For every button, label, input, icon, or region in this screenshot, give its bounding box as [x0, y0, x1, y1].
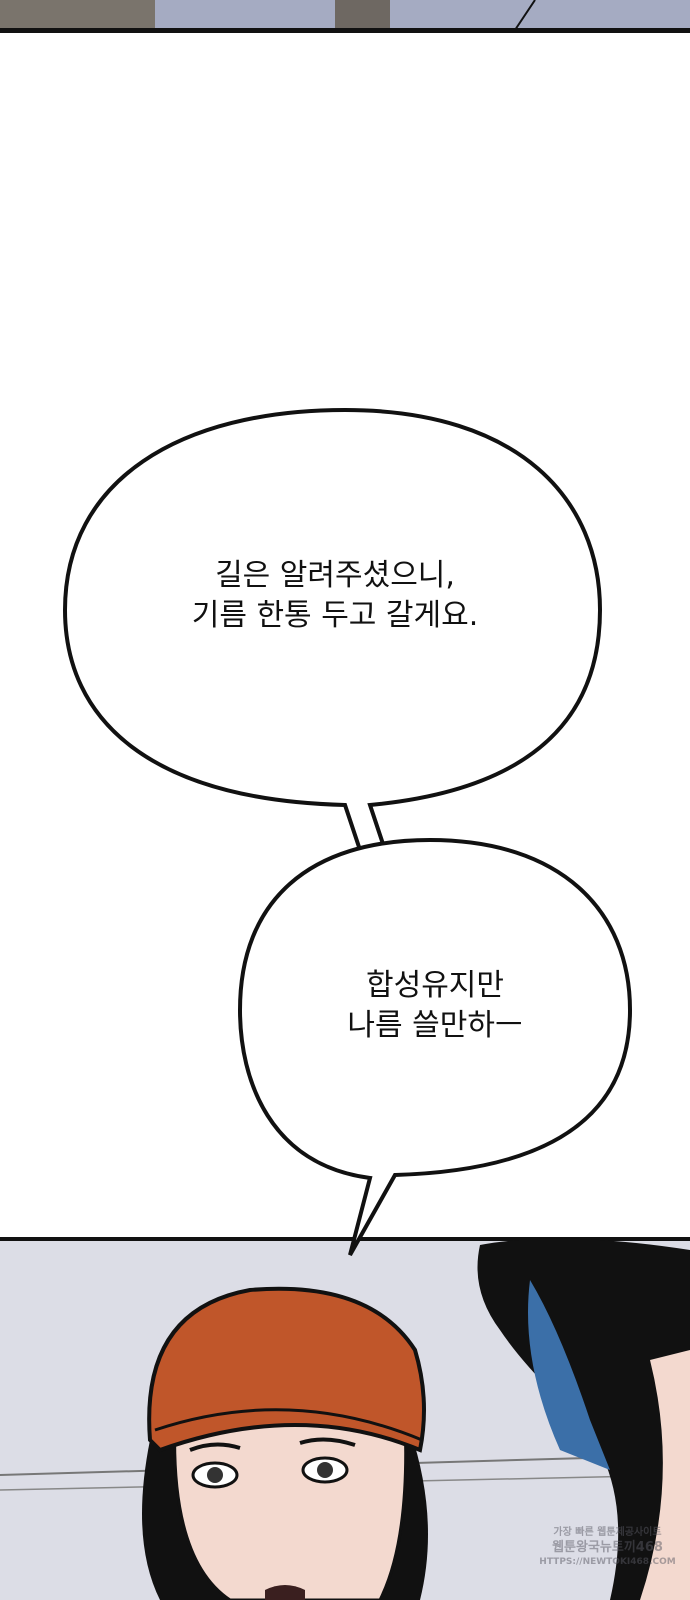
bottom-panel [0, 1237, 690, 1600]
dialogue-line: 기름 한통 두고 갈게요. [191, 598, 479, 633]
watermark-line: 웹툰왕국뉴토끼468 [552, 1540, 663, 1555]
watermark-line: 가장 빠른 웹툰제공사이트 [553, 1527, 662, 1538]
beanie [147, 1286, 426, 1453]
top-panel [0, 0, 690, 33]
dialogue-line: 합성유지만 [366, 968, 504, 1003]
character-face [173, 1418, 408, 1600]
dialogue-line: 길은 알려주셨으니, [215, 558, 455, 593]
speech-bubble-1-text: 길은 알려주셨으니, 기름 한통 두고 갈게요. [80, 556, 590, 636]
dialogue-line: 나름 쓸만하ㅡ [347, 1008, 523, 1043]
speech-bubble-2 [237, 837, 633, 1256]
watermark-url: HTTPS://NEWTOKI468.COM [539, 1557, 676, 1567]
watermark: 가장 빠른 웹툰제공사이트 웹툰왕국뉴토끼468 HTTPS://NEWTOKI… [525, 1525, 690, 1570]
speech-bubble-2-text: 합성유지만 나름 쓸만하ㅡ [250, 966, 620, 1046]
